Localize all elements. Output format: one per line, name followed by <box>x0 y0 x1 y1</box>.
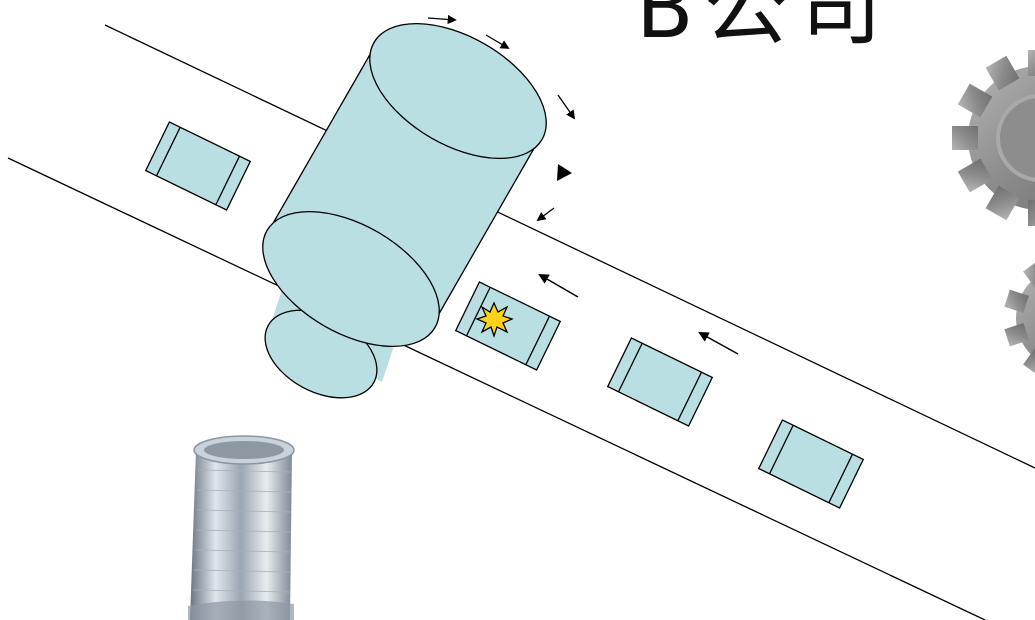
spark-icon <box>477 303 512 336</box>
part-defect <box>456 282 561 370</box>
belt-direction-arrow <box>700 333 738 354</box>
rotation-arrow <box>538 208 554 220</box>
part <box>146 122 251 210</box>
rotation-arrow <box>558 95 574 118</box>
belt-direction-arrow <box>540 275 578 297</box>
rotation-arrow <box>428 18 455 20</box>
gear-icon <box>952 50 1035 226</box>
rotation-arrow <box>557 164 572 181</box>
belt-lower-edge <box>8 158 985 620</box>
belt-upper-edge <box>105 25 1035 468</box>
part <box>759 420 864 508</box>
pipe-icon <box>188 436 294 620</box>
part <box>608 338 713 426</box>
gear-icon <box>1004 254 1035 382</box>
